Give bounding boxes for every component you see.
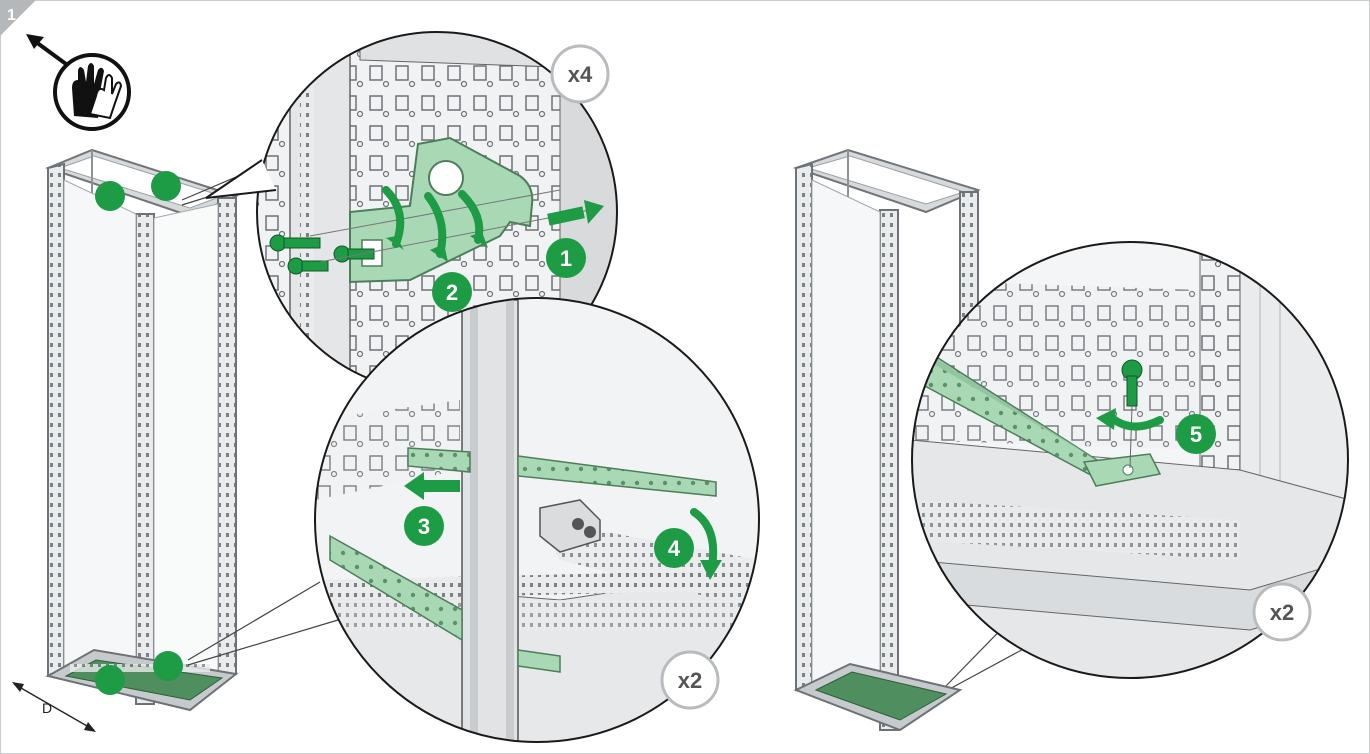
gloves-icon [53,53,131,131]
multiplier-badge-top: x4 [550,44,610,104]
fixing-point-markers [95,171,183,695]
svg-text:1: 1 [560,246,572,271]
rotate-arrow-icon [1096,408,1164,431]
detail-circle-right [911,241,1349,679]
svg-text:5: 5 [1190,422,1202,447]
push-right-arrow-icon [547,200,604,226]
rotate-down-arrow-icon [690,508,722,580]
arrow-up-left-icon [26,34,68,66]
callout-step-5: 5 [1176,414,1216,454]
slide-left-arrow-icon [404,472,460,500]
svg-text:2: 2 [446,280,458,305]
screw-icon [1121,359,1143,469]
multiplier-badge-right: x2 [1252,582,1312,642]
fixing-point-bottom-right [153,651,183,681]
callout-step-1: 1 [546,238,586,278]
right-cabinet-frame [792,148,981,732]
svg-text:x2: x2 [678,668,702,693]
screw-icon [269,234,321,252]
callout-step-3: 3 [404,506,444,546]
fixing-point-top-right [151,171,181,201]
left-cabinet-frame [45,148,239,712]
svg-text:x2: x2 [1270,600,1294,625]
svg-text:3: 3 [418,514,430,539]
step-number: 1 [7,7,16,24]
fixing-point-bottom-left [95,665,125,695]
svg-text:x4: x4 [568,62,593,87]
depth-dimension: D [12,682,96,732]
step-corner: 1 [0,0,36,36]
fixing-point-top-left [95,181,125,211]
callout-step-4: 4 [654,528,694,568]
screw-icon [287,257,329,275]
callout-step-2: 2 [432,272,472,312]
svg-text:4: 4 [668,536,681,561]
dimension-label: D [42,700,52,716]
multiplier-badge-middle: x2 [660,650,720,710]
